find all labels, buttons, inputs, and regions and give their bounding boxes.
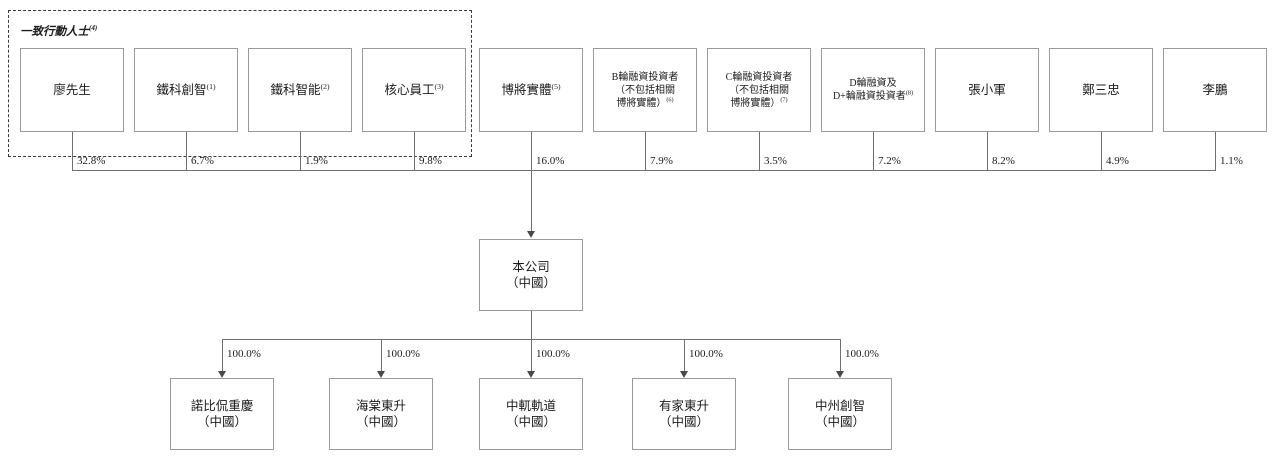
connector-bus-to-company [531,170,532,232]
connector-haitang-dongsheng [381,339,382,372]
pct-nuobikan-chongqing: 100.0% [227,348,261,360]
shareholder-box-liao[interactable]: 廖先生 [20,48,124,132]
pct-series-d: 7.2% [878,155,901,167]
connector-zhongzhou-chuangzhi [840,339,841,372]
subsidiary-box-haitang-dongsheng[interactable]: 海棠東升 （中國） [329,378,433,450]
acting-in-concert-label-text: 一致行動人士 [20,26,89,38]
shareholder-footnote-bojiang-entities: (5) [551,81,561,91]
pct-core-employees: 9.8% [419,155,442,167]
shareholder-label-zheng-sanzhong: 鄭三忠 [1082,82,1120,97]
pct-bojiang-entities: 16.0% [536,155,565,167]
pct-zhang-xiaojun: 8.2% [992,155,1015,167]
subsidiary-name-zhongzhou-chuangzhi: 中州創智 [814,398,865,413]
pct-series-c: 3.5% [764,155,787,167]
company-box[interactable]: 本公司 （中國） [479,239,583,311]
company-jurisdiction: （中國） [505,276,556,290]
pct-li-peng: 1.1% [1220,155,1243,167]
connector-li-peng [1215,132,1216,170]
subsidiary-jurisdiction-youjia-dongsheng: （中國） [658,415,709,429]
connector-series-c [759,132,760,170]
pct-liao: 32.8% [77,155,106,167]
shareholder-label-core-employees: 核心員工 [384,82,435,97]
connector-youjia-dongsheng [684,339,685,372]
subsidiary-name-nuobikan-chongqing: 諾比侃重慶 [190,398,254,413]
shareholder-footnote-series-b: (6) [666,96,674,104]
pct-zhongzhou-chuangzhi: 100.0% [845,348,879,360]
subsidiary-jurisdiction-haitang-dongsheng: （中國） [355,415,406,429]
pct-youjia-dongsheng: 100.0% [689,348,723,360]
shareholder-label-zhang-xiaojun: 張小軍 [968,82,1006,97]
subsidiary-box-nuobikan-chongqing[interactable]: 諾比侃重慶 （中國） [170,378,274,450]
company-name: 本公司 [512,259,550,274]
pct-tieke-zhineng: 1.9% [305,155,328,167]
connector-series-b [645,132,646,170]
connector-nuobikan-chongqing [222,339,223,372]
pct-zheng-sanzhong: 4.9% [1106,155,1129,167]
subsidiary-jurisdiction-zhongyue-guidao: （中國） [505,415,556,429]
shareholder-label-series-b: B輪融資投資者 （不包括相關 博將實體） [611,71,679,109]
connector-bojiang-entities [531,132,532,170]
connector-liao [72,132,73,170]
connector-zheng-sanzhong [1101,132,1102,170]
shareholder-label-tieke-zhineng: 鐵科智能 [270,82,321,97]
shareholder-footnote-core-employees: (3) [434,81,444,91]
shareholder-box-zhang-xiaojun[interactable]: 張小軍 [935,48,1039,132]
arrow-into-haitang-dongsheng [377,371,385,378]
connector-tieke-zhineng [300,132,301,170]
connector-company-to-bus [531,311,532,339]
shareholder-footnote-series-c: (7) [780,96,788,104]
acting-in-concert-footnote: (4) [89,24,98,33]
shareholder-label-series-d: D輪融資及 D+輪融資投資者 [832,78,906,102]
shareholder-footnote-tieke-zhineng: (2) [320,81,330,91]
subsidiary-name-youjia-dongsheng: 有家東升 [658,398,709,413]
shareholder-box-zheng-sanzhong[interactable]: 鄭三忠 [1049,48,1153,132]
shareholder-box-tieke-chuangzhi[interactable]: 鐵科創智(1) [134,48,238,132]
arrow-into-nuobikan-chongqing [218,371,226,378]
shareholder-box-core-employees[interactable]: 核心員工(3) [362,48,466,132]
connector-zhang-xiaojun [987,132,988,170]
shareholder-footnote-tieke-chuangzhi: (1) [206,81,216,91]
pct-series-b: 7.9% [650,155,673,167]
pct-tieke-chuangzhi: 6.7% [191,155,214,167]
shareholder-label-bojiang-entities: 博將實體 [501,82,552,97]
shareholder-box-series-d[interactable]: D輪融資及 D+輪融資投資者(8) [821,48,925,132]
shareholder-footnote-series-d: (8) [905,89,914,97]
subsidiary-box-zhongzhou-chuangzhi[interactable]: 中州創智 （中國） [788,378,892,450]
subsidiary-box-youjia-dongsheng[interactable]: 有家東升 （中國） [632,378,736,450]
shareholder-box-bojiang-entities[interactable]: 博將實體(5) [479,48,583,132]
subsidiary-jurisdiction-zhongzhou-chuangzhi: （中國） [814,415,865,429]
shareholder-bus-line [72,170,1216,171]
shareholder-label-li-peng: 李鵬 [1202,82,1228,97]
connector-series-d [873,132,874,170]
acting-in-concert-group [8,10,472,157]
shareholder-label-liao: 廖先生 [53,82,91,97]
arrow-into-youjia-dongsheng [680,371,688,378]
shareholder-label-tieke-chuangzhi: 鐵科創智 [156,82,207,97]
shareholder-box-series-c[interactable]: C輪融資投資者 （不包括相關 博將實體）(7) [707,48,811,132]
shareholder-box-tieke-zhineng[interactable]: 鐵科智能(2) [248,48,352,132]
connector-core-employees [414,132,415,170]
arrow-into-zhongyue-guidao [527,371,535,378]
arrow-into-company [527,231,535,238]
pct-zhongyue-guidao: 100.0% [536,348,570,360]
subsidiary-box-zhongyue-guidao[interactable]: 中軏軌道 （中國） [479,378,583,450]
pct-haitang-dongsheng: 100.0% [386,348,420,360]
arrow-into-zhongzhou-chuangzhi [836,371,844,378]
subsidiary-jurisdiction-nuobikan-chongqing: （中國） [196,415,247,429]
acting-in-concert-label: 一致行動人士(4) [20,23,97,39]
shareholder-label-series-c: C輪融資投資者 （不包括相關 博將實體） [725,71,793,109]
subsidiary-name-zhongyue-guidao: 中軏軌道 [505,398,556,413]
connector-tieke-chuangzhi [186,132,187,170]
connector-zhongyue-guidao [531,339,532,372]
subsidiary-name-haitang-dongsheng: 海棠東升 [355,398,406,413]
shareholder-box-li-peng[interactable]: 李鵬 [1163,48,1267,132]
shareholder-box-series-b[interactable]: B輪融資投資者 （不包括相關 博將實體）(6) [593,48,697,132]
